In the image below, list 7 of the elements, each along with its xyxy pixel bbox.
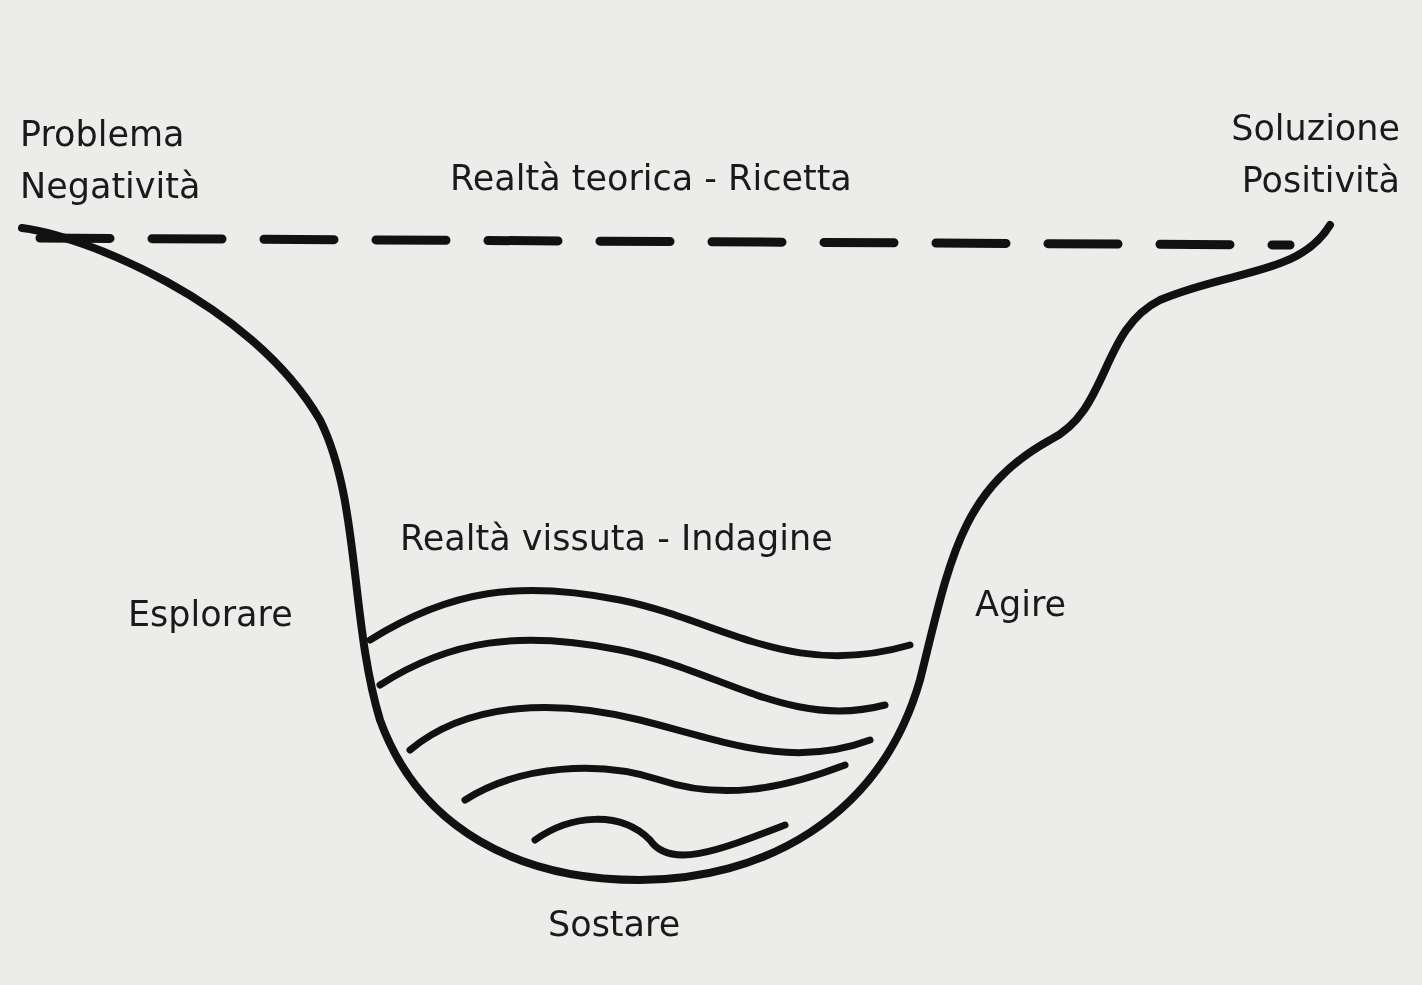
diagram-label: Agire: [975, 583, 1067, 626]
diagram-label: Realtà vissuta - Indagine: [400, 517, 833, 560]
diagram-label: Realtà teorica - Ricetta: [450, 157, 852, 200]
diagram-label: Problema Negatività: [20, 113, 202, 208]
diagram-label: Esplorare: [128, 593, 293, 636]
diagram-label: Soluzione Positività: [1230, 107, 1400, 202]
diagram-label: Sostare: [548, 903, 681, 946]
